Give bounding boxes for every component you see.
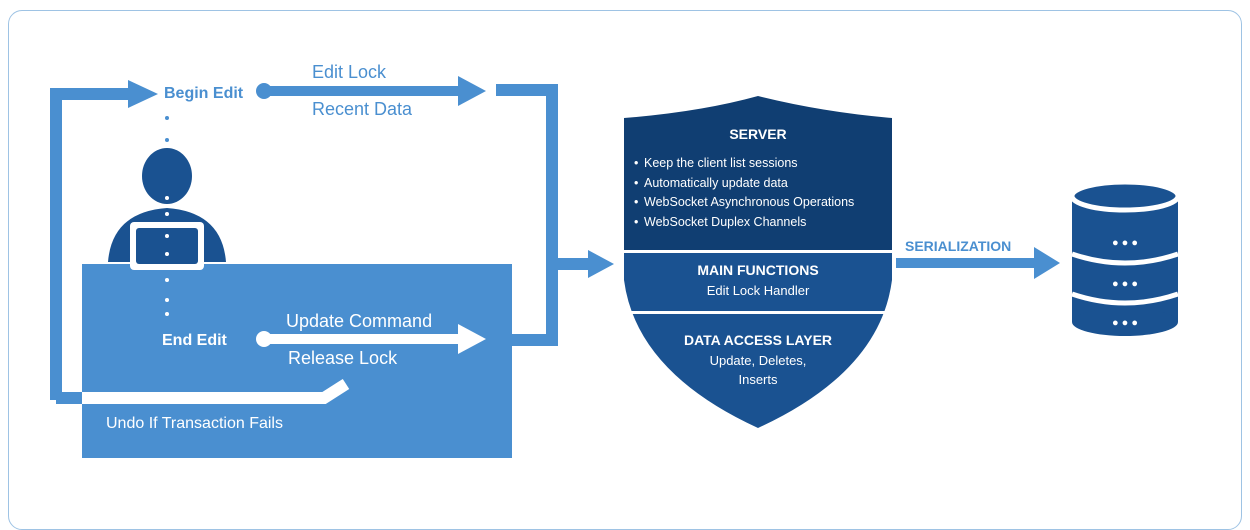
end-edit-label: End Edit	[162, 332, 228, 349]
main-functions-title: MAIN FUNCTIONS	[697, 262, 818, 278]
begin-edit-label: Begin Edit	[164, 85, 244, 102]
server-bullet-list: • Keep the client list sessions • Automa…	[634, 156, 854, 229]
server-bullet-item: Automatically update data	[644, 176, 788, 190]
server-bullet-mark: •	[634, 176, 638, 190]
architecture-diagram: Begin Edit Edit Lock Recent Data End Edi…	[50, 62, 1181, 458]
client-box	[82, 264, 512, 458]
serialization-label: SERIALIZATION	[905, 238, 1011, 254]
server-main-panel	[624, 253, 892, 311]
timeline-dots-user	[165, 196, 169, 282]
database-lid	[1069, 179, 1181, 213]
server-bullet-item: WebSocket Duplex Channels	[644, 215, 806, 229]
serialization-line	[896, 258, 1036, 268]
database-icon	[1069, 179, 1181, 336]
edit-lock-line	[264, 86, 460, 96]
server-bullet-item: WebSocket Asynchronous Operations	[644, 195, 854, 209]
update-command-arrowhead	[458, 324, 486, 354]
main-functions-subtitle: Edit Lock Handler	[707, 283, 810, 298]
database-top	[1072, 182, 1178, 210]
database-bottom	[1072, 308, 1178, 336]
undo-line-inner	[56, 378, 350, 404]
user-at-laptop-icon	[108, 148, 226, 270]
recent-data-label: Recent Data	[312, 99, 413, 119]
bottom-connector	[496, 264, 558, 346]
database-dots-row-1: ● ● ●	[1112, 237, 1138, 249]
begin-edit-arrowhead	[128, 80, 158, 108]
dal-title: DATA ACCESS LAYER	[684, 332, 832, 348]
server-bullet-mark: •	[634, 215, 638, 229]
dal-line-1: Update, Deletes,	[710, 353, 807, 368]
release-lock-label: Release Lock	[288, 348, 398, 368]
edit-lock-arrowhead	[458, 76, 486, 106]
server-title: SERVER	[729, 126, 786, 142]
server-arrowhead	[588, 250, 614, 278]
dal-line-2: Inserts	[738, 372, 778, 387]
database-ring-1	[1071, 251, 1179, 266]
serialization-arrowhead	[1034, 247, 1060, 279]
database-dots-row-3: ● ● ●	[1112, 317, 1138, 329]
server-top-panel	[624, 96, 892, 250]
update-command-line	[264, 334, 460, 344]
server-bullet-mark: •	[634, 195, 638, 209]
database-ring-2	[1071, 291, 1179, 306]
database-dots-row-2: ● ● ●	[1112, 278, 1138, 290]
edit-lock-label: Edit Lock	[312, 62, 387, 82]
diagram-canvas: Begin Edit Edit Lock Recent Data End Edi…	[8, 10, 1242, 530]
loop-line	[50, 88, 130, 400]
server-bullet-item: Keep the client list sessions	[644, 156, 798, 170]
top-connector	[496, 84, 590, 270]
undo-label: Undo If Transaction Fails	[106, 415, 283, 432]
update-command-label: Update Command	[286, 311, 432, 331]
timeline-dots	[165, 116, 169, 316]
server-bullet-mark: •	[634, 156, 638, 170]
